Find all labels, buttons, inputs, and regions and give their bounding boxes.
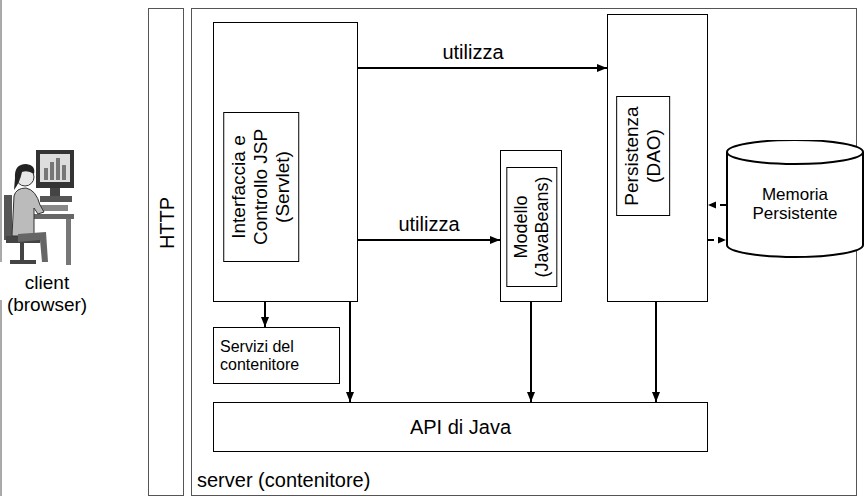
uses-arrow <box>655 302 657 402</box>
uses-arrow <box>358 239 500 241</box>
node-text: Interfaccia e Controllo JSP (Servlet) <box>228 119 294 255</box>
uses-arrow <box>358 67 607 69</box>
protocol-band: HTTP <box>148 8 184 496</box>
client-icon <box>4 150 74 265</box>
uses-arrow <box>349 302 351 402</box>
data-flow-arrow <box>708 204 726 206</box>
edge-label: utilizza <box>396 213 461 236</box>
node-text: Persistenza (DAO) <box>621 103 665 209</box>
frame-edge <box>1 300 2 496</box>
component-box: Persistenza (DAO) <box>607 14 708 302</box>
cylinder-body <box>727 140 863 257</box>
cylinder-rim <box>727 152 863 164</box>
text-holder: Persistenza (DAO) <box>616 96 670 216</box>
component-box: Interfaccia e Controllo JSP (Servlet) <box>213 22 358 302</box>
text-holder: HTTP <box>156 188 179 258</box>
text-holder: utilizza <box>440 41 505 64</box>
node-text: Servizi del contenitore <box>220 337 335 374</box>
node-text: API di Java <box>218 416 703 439</box>
text-holder: Modello (JavaBeans) <box>506 167 557 287</box>
text-holder: Interfaccia e Controllo JSP (Servlet) <box>223 112 299 262</box>
node-text: server (contenitore) <box>197 469 370 492</box>
node-text: HTTP <box>156 188 179 258</box>
component-box: Modello (JavaBeans) <box>500 150 562 302</box>
data-flow-arrow <box>708 239 726 241</box>
service-box: Servizi del contenitore <box>213 327 340 384</box>
api-box: API di Java <box>213 402 708 452</box>
text-holder: Memoria Persistente <box>730 185 860 224</box>
text-holder: API di Java <box>218 416 703 439</box>
text-holder: client (browser) <box>2 272 92 316</box>
text-holder: server (contenitore) <box>197 469 370 492</box>
edge-label: utilizza <box>440 41 505 64</box>
text-holder: utilizza <box>396 213 461 236</box>
uses-arrow <box>530 302 532 402</box>
node-text: Modello (JavaBeans) <box>511 174 552 280</box>
uses-arrow <box>264 302 266 327</box>
client-label: client (browser) <box>2 272 92 316</box>
frame-edge <box>1 0 2 262</box>
text-holder: Servizi del contenitore <box>220 337 335 374</box>
storage-cylinder: Memoria Persistente <box>726 140 864 258</box>
node-text: Memoria Persistente <box>730 185 860 224</box>
